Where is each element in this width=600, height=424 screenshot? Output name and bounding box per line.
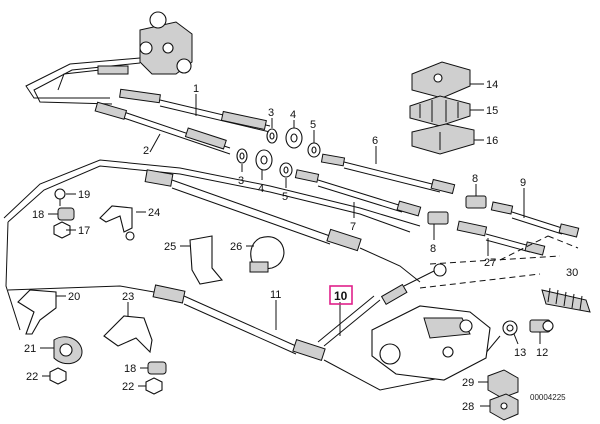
union-8b	[427, 211, 449, 225]
callout-16: 16	[486, 135, 498, 147]
rubber-block-29	[487, 369, 519, 399]
callout-22-left: 22	[26, 371, 38, 383]
bracket-23	[103, 315, 153, 354]
callout-5-lower: 5	[282, 191, 288, 203]
callout-labels: 1 2 3 3 4 4 5 5 6 7 8 8 9 10 11 12 13 14…	[24, 79, 578, 413]
callout-21: 21	[24, 343, 36, 355]
clip-16	[411, 123, 475, 155]
bracket-20	[17, 289, 57, 335]
callout-10: 10	[334, 289, 348, 303]
callout-24: 24	[148, 207, 160, 219]
holder-26	[249, 236, 285, 273]
callout-25: 25	[164, 241, 176, 253]
clamp-18a	[57, 207, 75, 221]
rubber-block-28	[489, 393, 519, 421]
callout-20: 20	[68, 291, 80, 303]
callout-8-lower: 8	[430, 243, 436, 255]
callout-15: 15	[486, 105, 498, 117]
brake-lines-upper	[25, 57, 271, 155]
callout-4-lower: 4	[258, 183, 264, 195]
nut-22a	[49, 367, 67, 385]
union-8a	[465, 195, 487, 209]
brake-line-10	[317, 263, 447, 347]
callout-11: 11	[270, 289, 281, 301]
bolt-19	[54, 188, 66, 206]
rear-brake-pipe	[3, 159, 579, 331]
seal-ring-3a	[266, 128, 278, 144]
grommet-4a	[285, 127, 303, 149]
clip-14	[411, 61, 471, 99]
callout-1: 1	[193, 83, 199, 95]
brake-distributor-block	[139, 11, 193, 75]
callout-6: 6	[372, 135, 378, 147]
nut-22b	[145, 377, 163, 395]
hollow-bolt-12	[529, 319, 554, 333]
callout-26: 26	[230, 241, 242, 253]
callout-28: 28	[462, 401, 474, 413]
callout-9: 9	[520, 177, 526, 189]
brake-pressure-regulator	[371, 305, 491, 381]
callout-30: 30	[566, 267, 578, 279]
nut-17	[53, 221, 71, 239]
handbrake-cable-11	[7, 284, 501, 391]
seal-ring-3b	[236, 148, 248, 164]
callout-22-center: 22	[122, 381, 134, 393]
brake-line-27	[456, 220, 546, 256]
callout-4-upper: 4	[290, 109, 296, 121]
brake-hose-6	[320, 153, 456, 195]
callout-18-upper: 18	[32, 209, 44, 221]
callout-2: 2	[143, 145, 149, 157]
bracket-24	[99, 205, 135, 241]
clip-15	[409, 95, 471, 127]
callout-23: 23	[122, 291, 134, 303]
callout-3-lower: 3	[238, 175, 244, 187]
seal-ring-5a	[307, 142, 321, 158]
diagram-code: 00004225	[530, 393, 566, 402]
bracket-25	[189, 235, 224, 285]
leader-lines	[40, 83, 541, 407]
grommet-4b	[255, 149, 273, 171]
callout-27: 27	[484, 257, 496, 269]
brake-line-9	[490, 201, 580, 238]
callout-8-upper: 8	[472, 173, 478, 185]
callout-14: 14	[486, 79, 498, 91]
handbrake-cable-upper	[144, 169, 421, 283]
brake-hose-7	[294, 169, 422, 217]
callout-19: 19	[78, 189, 90, 201]
clamp-18b	[147, 361, 167, 375]
banjo-washer-13	[502, 320, 518, 336]
clip-strip-30	[541, 287, 591, 313]
clamp-21	[53, 336, 83, 365]
callout-13: 13	[514, 347, 526, 359]
callout-5-upper: 5	[310, 119, 316, 131]
callout-3-upper: 3	[268, 107, 274, 119]
callout-12: 12	[536, 347, 548, 359]
seal-ring-5b	[279, 162, 293, 178]
callout-29: 29	[462, 377, 474, 389]
callout-7: 7	[350, 221, 356, 233]
callout-17: 17	[78, 225, 90, 237]
callout-18-lower: 18	[124, 363, 136, 375]
callout-10-highlight-box	[329, 285, 353, 305]
